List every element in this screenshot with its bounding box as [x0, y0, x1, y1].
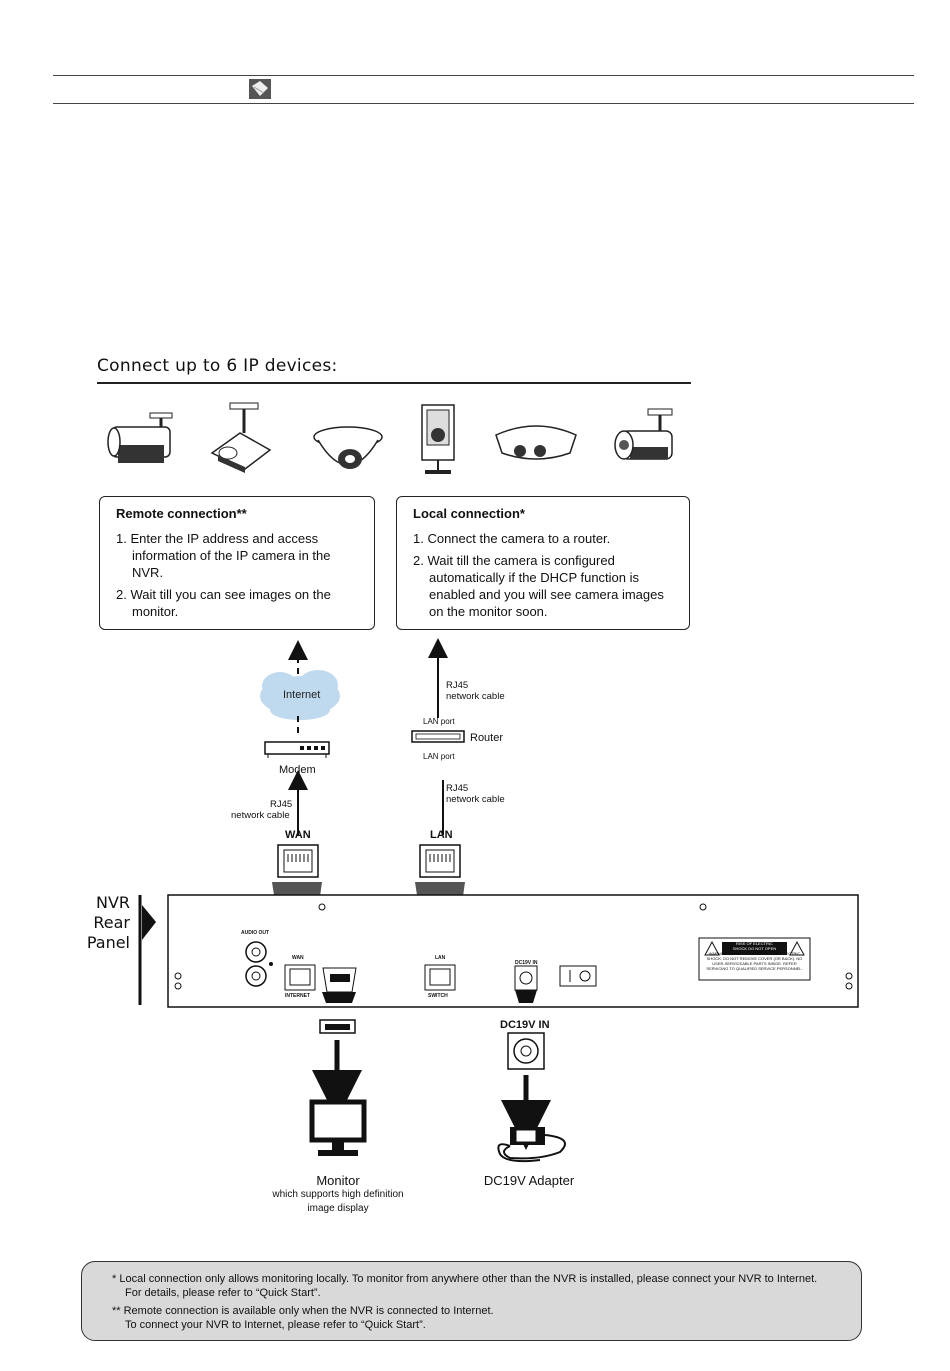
lan-port-large-icon — [419, 844, 461, 878]
footnotes-box: * Local connection only allows monitorin… — [81, 1261, 862, 1341]
panel-wan-label: WAN — [292, 955, 304, 961]
lan-port-bottom-label: LAN port — [423, 752, 455, 761]
router-label: Router — [470, 732, 504, 744]
rj45-label-1: RJ45 — [270, 799, 293, 810]
nvr-rear-panel-label: NVR Rear Panel — [82, 893, 130, 953]
internet-port-label: INTERNET — [285, 993, 310, 999]
remote-connection-title: Remote connection** — [116, 506, 247, 521]
nvr-rear-panel — [167, 894, 859, 1008]
local-step-2: 2. Wait till the camera is configured au… — [413, 553, 664, 619]
ceiling-camera-icon — [495, 425, 577, 460]
warning-line-3: WARNING: TO REDUCE THE RISK OF ELECTRIC — [708, 951, 801, 956]
adapter-label: DC19V Adapter — [483, 1173, 575, 1188]
lan-label: LAN — [430, 829, 453, 841]
header-bottom-rule — [53, 103, 914, 104]
nvr-label-line-1: NVR — [95, 893, 130, 912]
footnote-2-line-2: To connect your NVR to Internet, please … — [125, 1319, 426, 1331]
nvr-pointer-icon — [142, 905, 156, 940]
warning-line-4: SHOCK, DO NOT REMOVE COVER (OR BACK). NO — [706, 956, 803, 961]
nvr-label-line-3: Panel — [86, 933, 130, 952]
warning-line-6: SERVICING TO QUALIFIED SERVICE PERSONNEL… — [706, 966, 803, 971]
monitor-sub-label-2: image display — [307, 1203, 369, 1214]
rj45-label-3: RJ45 — [446, 783, 469, 794]
audio-out-label: AUDIO OUT — [241, 930, 270, 936]
footnote-2-line-1: ** Remote connection is available only w… — [112, 1305, 494, 1317]
connection-diagram — [138, 638, 859, 1163]
dome-camera-icon — [313, 426, 383, 469]
nvr-label-line-2: Rear — [93, 913, 130, 932]
warning-line-5: USER-SERVICEABLE PARTS INSIDE. REFER — [712, 961, 797, 966]
rj45-cable-label-2: network cable — [446, 691, 505, 702]
remote-step-1: 1. Enter the IP address and access infor… — [116, 531, 331, 580]
switch-port-label: SWITCH — [428, 993, 448, 999]
panel-lan-label: LAN — [435, 955, 446, 961]
router-icon — [411, 730, 465, 743]
wan-label: WAN — [285, 829, 311, 841]
local-steps: 1. Connect the camera to a router. 2. Wa… — [413, 530, 679, 625]
lan-port-top-label: LAN port — [423, 717, 455, 726]
power-adapter-icon — [497, 1127, 566, 1163]
remote-steps: 1. Enter the IP address and access infor… — [116, 530, 364, 625]
note-icon — [249, 79, 271, 99]
remote-connection-box: Remote connection** 1. Enter the IP addr… — [99, 496, 375, 630]
section-title-rule — [97, 382, 691, 384]
internet-cloud-icon — [260, 670, 340, 720]
rj45-label-2: RJ45 — [446, 680, 469, 691]
rj45-cable-label-1: network cable — [231, 810, 290, 821]
modem-icon — [264, 741, 330, 758]
warning-line-2: SHOCK DO NOT OPEN — [732, 946, 777, 951]
warning-label: RISK OF ELECTRIC SHOCK DO NOT OPEN WARNI… — [699, 941, 810, 971]
modem-label: Modem — [279, 764, 316, 776]
dc-jack-large-icon — [507, 1032, 545, 1070]
bullet-camera-icon — [107, 412, 173, 463]
camera-row — [107, 402, 673, 474]
monitor-icon — [309, 1099, 367, 1156]
footnote-1-line-2: For details, please refer to “Quick Star… — [125, 1287, 321, 1299]
header-top-rule — [53, 75, 914, 76]
bullet-camera-icon — [614, 408, 673, 460]
internet-label: Internet — [283, 689, 321, 701]
monitor-sub-label-1: which supports high definition — [272, 1189, 404, 1200]
remote-step-2: 2. Wait till you can see images on the m… — [116, 587, 331, 619]
dc-in-label: DC19V IN — [500, 1019, 550, 1031]
local-step-1: 1. Connect the camera to a router. — [413, 531, 611, 546]
local-connection-box: Local connection* 1. Connect the camera … — [396, 496, 690, 630]
rj45-cable-label-3: network cable — [446, 794, 505, 805]
section-title: Connect up to 6 IP devices: — [97, 356, 338, 376]
monitor-label: Monitor — [316, 1173, 360, 1188]
warning-line-1: RISK OF ELECTRIC — [736, 941, 773, 946]
local-connection-title: Local connection* — [413, 506, 525, 521]
cube-camera-icon — [421, 404, 455, 474]
footnote-1-line-1: * Local connection only allows monitorin… — [112, 1273, 818, 1285]
wan-port-large-icon — [277, 844, 319, 878]
dc-in-small-label: DC19V IN — [515, 960, 538, 966]
pan-tilt-camera-icon — [210, 402, 272, 473]
